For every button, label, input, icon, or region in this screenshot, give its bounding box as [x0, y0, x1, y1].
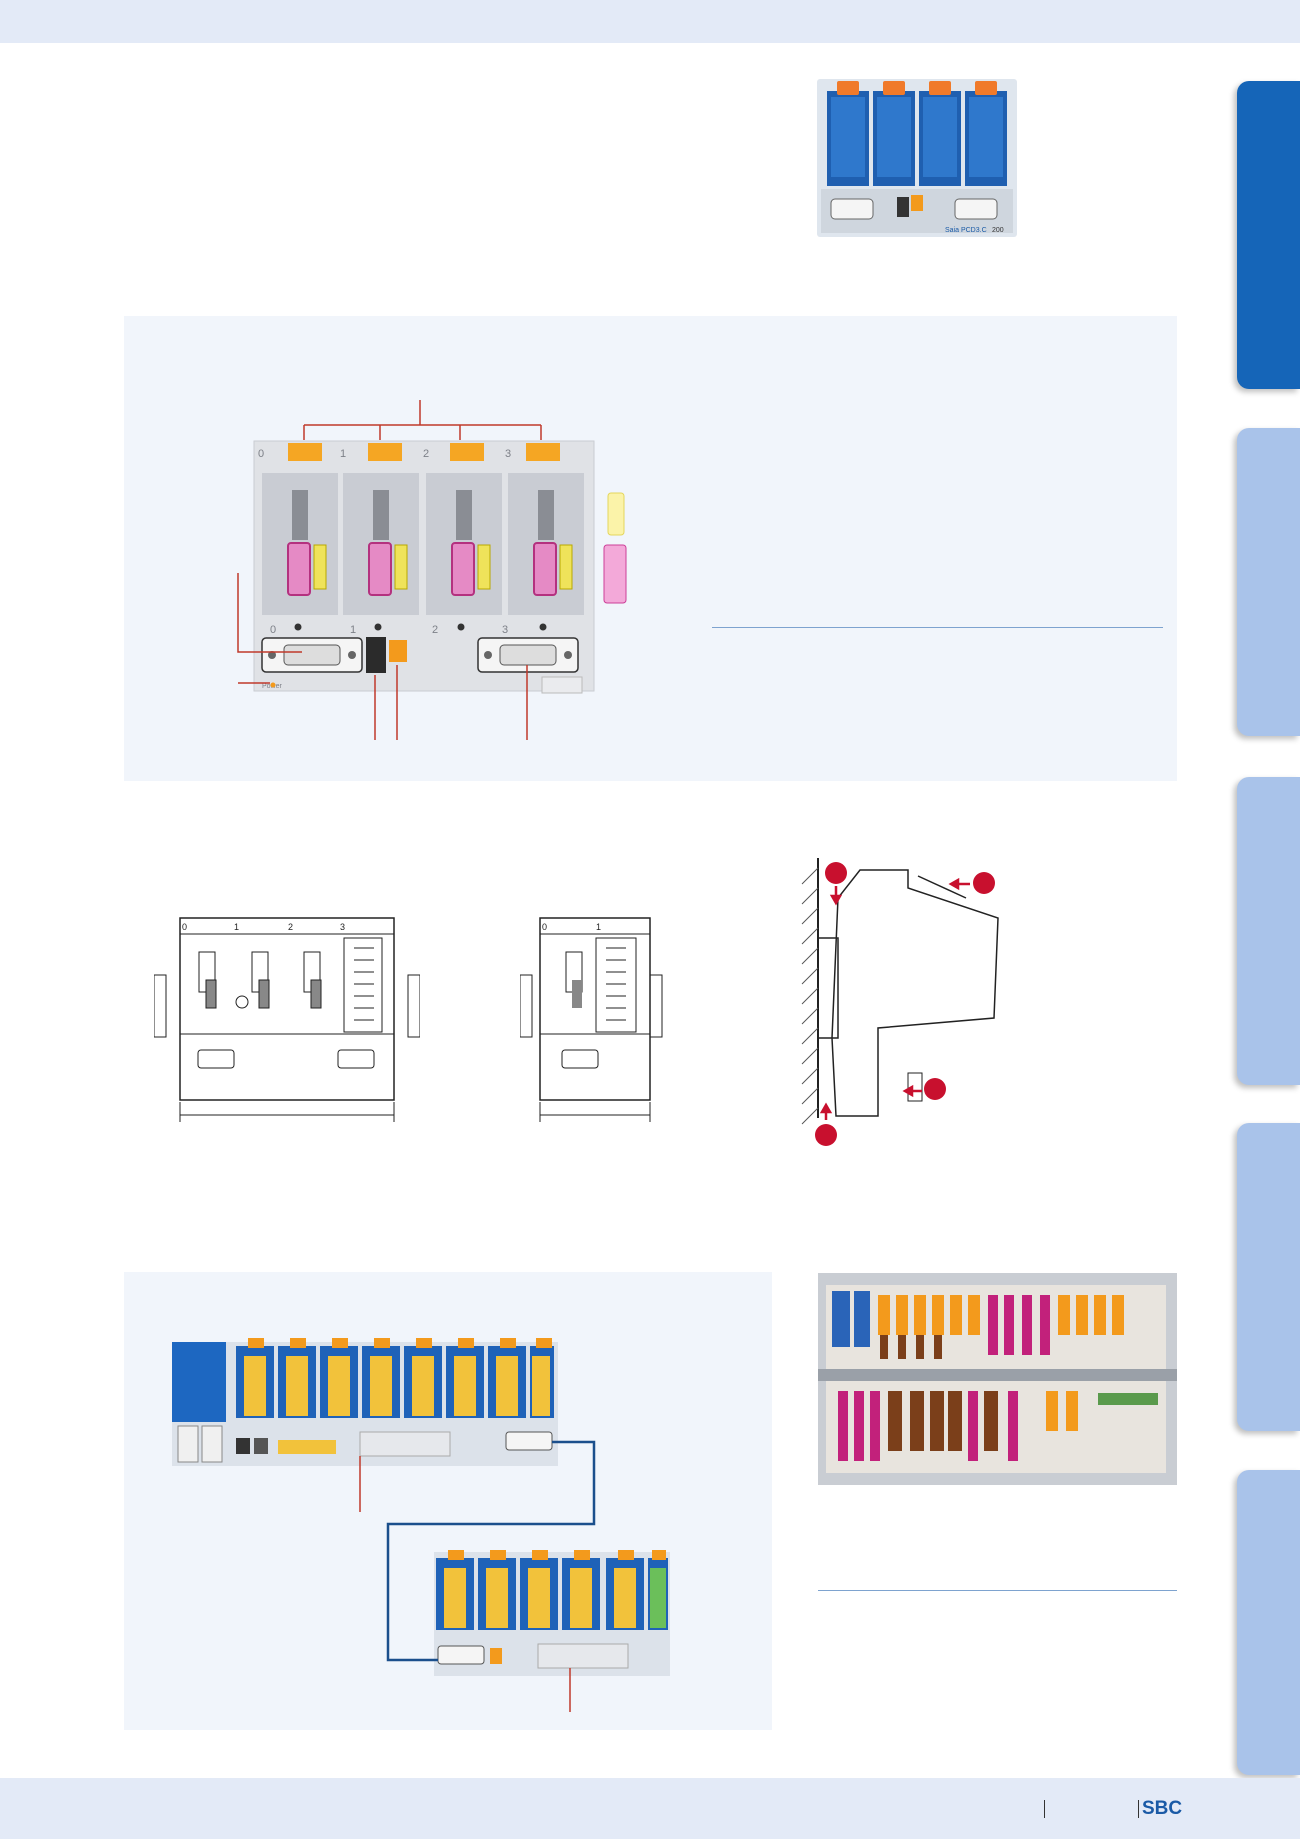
- side-tab-5[interactable]: [1237, 1470, 1300, 1775]
- footer-separator-2: [1138, 1800, 1139, 1818]
- blue-module-covers: [827, 81, 1007, 186]
- slot-bottom-number-1: 1: [350, 624, 356, 636]
- dimension-drawing-wide: 0 1 2 3: [154, 910, 420, 1125]
- step-badge-3: [924, 1078, 946, 1100]
- latch-leader-lines: [303, 400, 542, 440]
- expansion-io-modules: [436, 1550, 668, 1630]
- wide-slot-number-1: 1: [234, 922, 239, 932]
- step-badge-1: [825, 862, 847, 884]
- orange-latches: [288, 443, 560, 461]
- side-tab-2[interactable]: [1237, 428, 1300, 736]
- side-tab-1[interactable]: [1237, 81, 1300, 389]
- slot-top-number-2: 2: [423, 448, 429, 460]
- callout-leader-lines: [237, 573, 528, 740]
- top-band: [0, 0, 1300, 43]
- wide-slot-number-2: 2: [288, 922, 293, 932]
- din-rail-mounting-drawing: [798, 858, 1028, 1148]
- module-slots: [262, 473, 584, 615]
- wide-slot-number-3: 3: [340, 922, 345, 932]
- wide-slot-number-0: 0: [182, 922, 187, 932]
- side-tab-3[interactable]: [1237, 777, 1300, 1085]
- module-holder-diagram: 0 1 2 3 0 1 2 3 Power: [230, 395, 650, 745]
- cabinet-photo-rule: [818, 1590, 1177, 1591]
- slot-top-number-3: 3: [505, 448, 511, 460]
- footer-band: [0, 1778, 1300, 1839]
- slot-top-number-0: 0: [258, 448, 264, 460]
- narrow-slot-number-0: 0: [542, 922, 547, 932]
- diagram-panel-rule: [712, 627, 1163, 628]
- dimension-drawing-narrow: 0 1: [520, 910, 670, 1125]
- expansion-system-diagram: [170, 1330, 710, 1715]
- photo-model-text: 200: [992, 227, 1004, 234]
- narrow-slot-number-1: 1: [596, 922, 601, 932]
- slot-bottom-number-0: 0: [270, 624, 276, 636]
- slot-top-number-1: 1: [340, 448, 346, 460]
- slot-bottom-number-2: 2: [432, 624, 438, 636]
- side-tab-4[interactable]: [1237, 1123, 1300, 1431]
- footer-brand-logo[interactable]: SBC: [1142, 1798, 1183, 1819]
- photo-brand-text: Saia PCD3.C: [945, 227, 987, 234]
- slot-bottom-number-3: 3: [502, 624, 508, 636]
- module-holder-photo: Saia PCD3.C 200: [817, 79, 1017, 237]
- control-cabinet-photo: [818, 1273, 1177, 1485]
- dsub-connectors: [261, 637, 579, 673]
- footer-separator-1: [1044, 1800, 1045, 1818]
- step-badge-2: [973, 872, 995, 894]
- main-io-modules: [236, 1338, 554, 1418]
- step-badge-4: [815, 1124, 837, 1146]
